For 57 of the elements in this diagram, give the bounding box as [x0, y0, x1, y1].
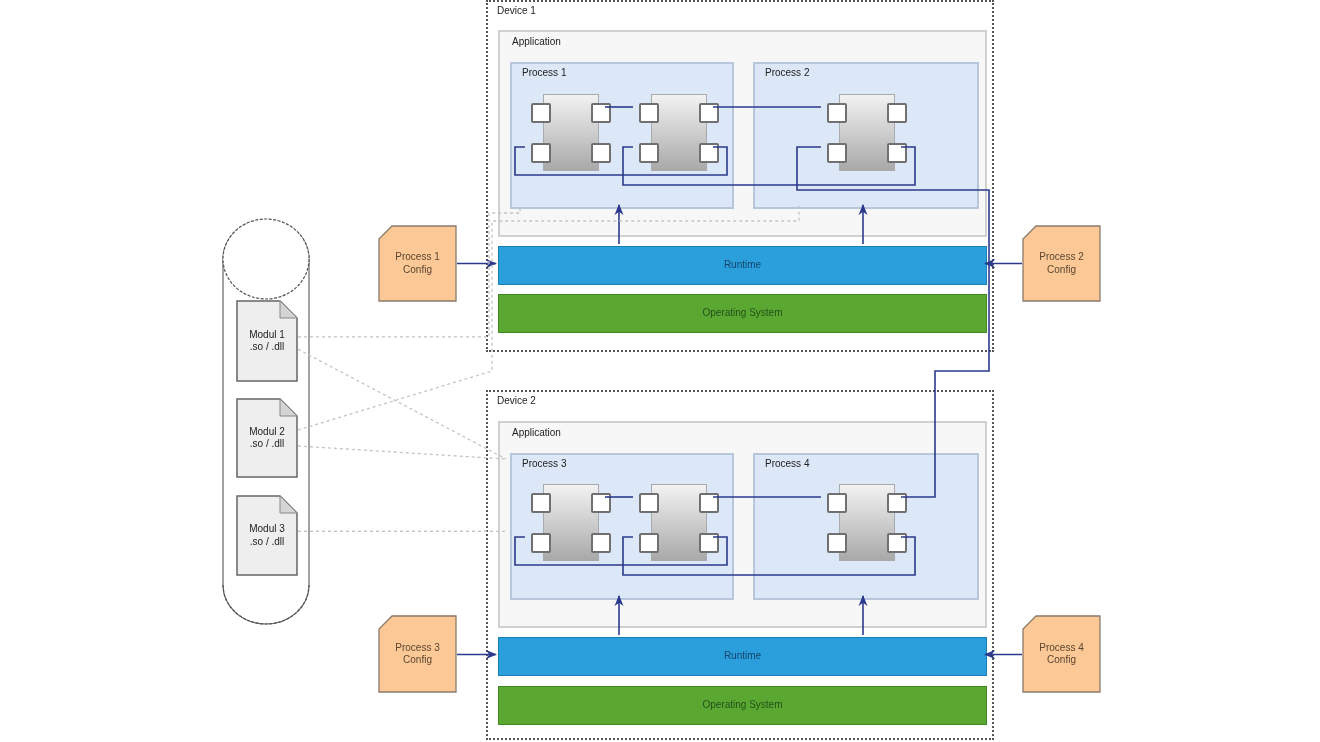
- process-label: Process 3: [522, 458, 567, 471]
- config-label: Process 1 Config: [394, 251, 441, 276]
- device-frame: [486, 0, 994, 352]
- config-label: Process 4 Config: [1038, 641, 1085, 667]
- application-box: [498, 30, 987, 237]
- application-box: [498, 421, 987, 628]
- component-block: [827, 484, 907, 561]
- connector: [622, 146, 916, 186]
- connector: [514, 536, 728, 566]
- dependency-line: [297, 445, 507, 460]
- operating-system-bar: [498, 686, 987, 725]
- component-block: [639, 484, 719, 561]
- connector: [712, 496, 822, 498]
- process-label: Process 2: [765, 67, 810, 80]
- device-label: Device 2: [497, 395, 536, 408]
- process-box: [510, 453, 734, 600]
- connector: [614, 594, 624, 636]
- dependency-line: [297, 348, 507, 460]
- connector: [514, 146, 728, 176]
- component-block: [531, 484, 611, 561]
- config-label: Process 3 Config: [394, 641, 441, 667]
- process-box: [753, 62, 979, 209]
- connector: [796, 146, 990, 498]
- device-label: Device 1: [497, 5, 536, 18]
- process-label: Process 1: [522, 67, 567, 80]
- connector: [983, 259, 1023, 268]
- application-label: Application: [512, 427, 561, 440]
- process-box: [753, 453, 979, 600]
- connector: [712, 106, 822, 108]
- process-label: Process 4: [765, 458, 810, 471]
- connector: [456, 650, 498, 659]
- operating-system-bar: [498, 294, 987, 333]
- component-block: [531, 94, 611, 171]
- bar-label: Runtime: [723, 259, 762, 272]
- connector: [614, 203, 624, 245]
- device-frame: [486, 390, 994, 740]
- application-label: Application: [512, 36, 561, 49]
- process-box: [510, 62, 734, 209]
- runtime-bar: [498, 246, 987, 285]
- runtime-bar: [498, 637, 987, 676]
- connector: [456, 259, 498, 268]
- connector: [983, 650, 1023, 659]
- bar-label: Operating System: [702, 307, 783, 320]
- file-label: Modul 2 .so / .dll: [248, 425, 286, 451]
- config-label: Process 2 Config: [1038, 251, 1085, 276]
- connector: [858, 594, 868, 636]
- connector: [622, 536, 916, 576]
- connector: [858, 203, 868, 245]
- connector: [604, 496, 634, 498]
- component-block: [639, 94, 719, 171]
- connector: [604, 106, 634, 108]
- bar-label: Runtime: [723, 650, 762, 663]
- component-block: [827, 94, 907, 171]
- file-label: Modul 3 .so / .dll: [248, 523, 286, 548]
- file-label: Modul 1 .so / .dll: [248, 328, 286, 354]
- bar-label: Operating System: [702, 699, 783, 712]
- dependency-line: [297, 204, 800, 431]
